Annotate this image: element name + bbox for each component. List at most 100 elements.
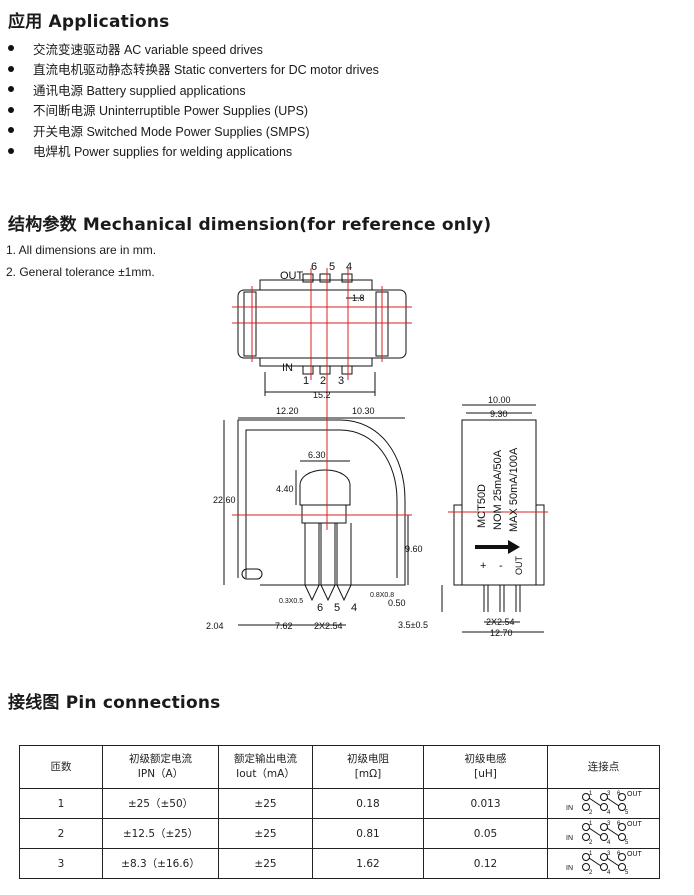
dim-label-2x2-54-side: 2X2.54 — [486, 617, 515, 627]
top-view-body — [237, 289, 407, 359]
center-lines — [232, 268, 548, 530]
arrow-icon — [475, 540, 520, 554]
terminal-circle — [617, 803, 626, 811]
terminal-circle — [617, 853, 626, 861]
side-label-out: OUT — [514, 556, 524, 576]
pin-number: 2 — [589, 840, 593, 844]
dim-label-0-50: 0.50 — [388, 598, 406, 608]
pin-number: 5 — [625, 870, 629, 874]
cell-turns: 2 — [19, 818, 103, 849]
side-view — [441, 404, 545, 633]
pin-number: 3 — [607, 821, 611, 827]
list-item: 不间断电源 Uninterruptible Power Supplies (UP… — [8, 100, 379, 121]
dim-label-4-40: 4.40 — [276, 484, 294, 494]
pin-number: 6 — [617, 821, 621, 827]
dim-label-0-3x0-5: 0.3X0.5 — [279, 598, 303, 605]
terminal-circle — [617, 793, 626, 801]
header-iout: 额定输出电流 Iout（mA） — [218, 745, 313, 789]
applications-list: 交流变速驱动器 AC variable speed drives 直流电机驱动静… — [8, 38, 379, 161]
pin-number: 5 — [625, 810, 629, 814]
pin-label-2: 2 — [320, 375, 326, 387]
cell-turns: 3 — [19, 848, 103, 879]
dim-label-7-62: 7.62 — [275, 621, 293, 631]
pin-block — [301, 504, 347, 524]
note-dimensions: 1. All dimensions are in mm. — [6, 243, 157, 257]
bullet-icon — [8, 45, 14, 52]
pin-label-4: 4 — [346, 261, 352, 273]
list-item-text: 交流变速驱动器 AC variable speed drives — [33, 42, 263, 57]
front-view-outline — [237, 419, 406, 586]
side-label-minus: - — [499, 560, 503, 572]
dim-label-6-30: 6.30 — [308, 450, 326, 460]
header-text: 初级电感 — [464, 753, 507, 765]
pin-number: 1 — [589, 791, 593, 797]
list-item-text: 通讯电源 Battery supplied applications — [33, 83, 246, 98]
connection-line — [606, 797, 619, 807]
top-view-top-rim — [259, 279, 373, 291]
cell-iout: ±25 — [218, 788, 313, 819]
list-item-text: 不间断电源 Uninterruptible Power Supplies (UP… — [33, 104, 309, 119]
header-text: Iout（mA） — [236, 768, 295, 780]
dim-label-2x2-54: 2X2.54 — [314, 621, 343, 631]
header-text: 匝数 — [50, 760, 72, 773]
dim-label-3-5: 3.5±0.5 — [398, 620, 428, 630]
cell-inductance: 0.12 — [423, 848, 548, 879]
side-view-right-lip — [535, 504, 545, 586]
label-out: OUT — [627, 851, 643, 858]
label-out: OUT — [627, 821, 643, 828]
applications-title: 应用 Applications — [8, 12, 170, 32]
center-window — [299, 469, 351, 506]
pin-number: 6 — [617, 791, 621, 797]
label-in: IN — [566, 805, 573, 812]
pin-pad-4 — [341, 273, 353, 283]
connection-line — [606, 827, 619, 837]
front-pin-4 — [336, 523, 352, 602]
cell-turns: 1 — [19, 788, 103, 819]
label-max: MAX 50mA/100A — [508, 447, 520, 532]
front-view — [223, 417, 409, 626]
list-item: 开关电源 Switched Mode Power Supplies (SMPS) — [8, 120, 379, 141]
terminal-circle — [599, 833, 608, 841]
pin-label-3: 3 — [338, 375, 344, 387]
cell-resistance: 0.81 — [312, 818, 424, 849]
list-item: 直流电机驱动静态转换器 Static converters for DC mot… — [8, 59, 379, 80]
pin-number: 3 — [607, 851, 611, 857]
label-in: IN — [566, 865, 573, 872]
list-item-text: 直流电机驱动静态转换器 Static converters for DC mot… — [33, 63, 379, 78]
cell-resistance: 1.62 — [312, 848, 424, 879]
list-item-text: 电焊机 Power supplies for welding applicati… — [33, 145, 293, 160]
front-pin-label-5: 5 — [334, 602, 340, 614]
header-connection: 连接点 — [547, 745, 660, 789]
dim-label-1-8: 1.8 — [352, 293, 365, 303]
connection-line — [588, 827, 601, 837]
pin-label-1: 1 — [303, 375, 309, 387]
header-text: [uH] — [474, 768, 497, 780]
side-view-body — [461, 419, 537, 586]
label-nom: NOM 25mA/50A — [492, 449, 504, 530]
list-item: 电焊机 Power supplies for welding applicati… — [8, 141, 379, 162]
dim-label-12-20: 12.20 — [276, 406, 299, 416]
pin-pad-2 — [319, 365, 331, 375]
top-view-left-end — [243, 291, 257, 357]
pin-number: 4 — [607, 840, 611, 844]
bullet-icon — [8, 65, 14, 72]
terminal-circle — [581, 833, 590, 841]
header-text: 初级额定电流 — [129, 753, 192, 765]
dim-label-9-30: 9.30 — [490, 409, 508, 419]
header-text: 额定输出电流 — [234, 753, 297, 765]
terminal-circle — [617, 823, 626, 831]
label-out: OUT — [627, 791, 643, 798]
pin-number: 1 — [589, 821, 593, 827]
pin-number: 6 — [617, 851, 621, 857]
header-turns: 匝数 — [19, 745, 103, 789]
label-out: OUT — [280, 270, 304, 282]
top-view-bottom-rim — [259, 357, 373, 367]
dim-label-15-2: 15.2 — [313, 390, 331, 400]
dim-label-12-70: 12.70 — [490, 628, 513, 638]
dim-label-10-30: 10.30 — [352, 406, 375, 416]
pin-number: 3 — [607, 791, 611, 797]
